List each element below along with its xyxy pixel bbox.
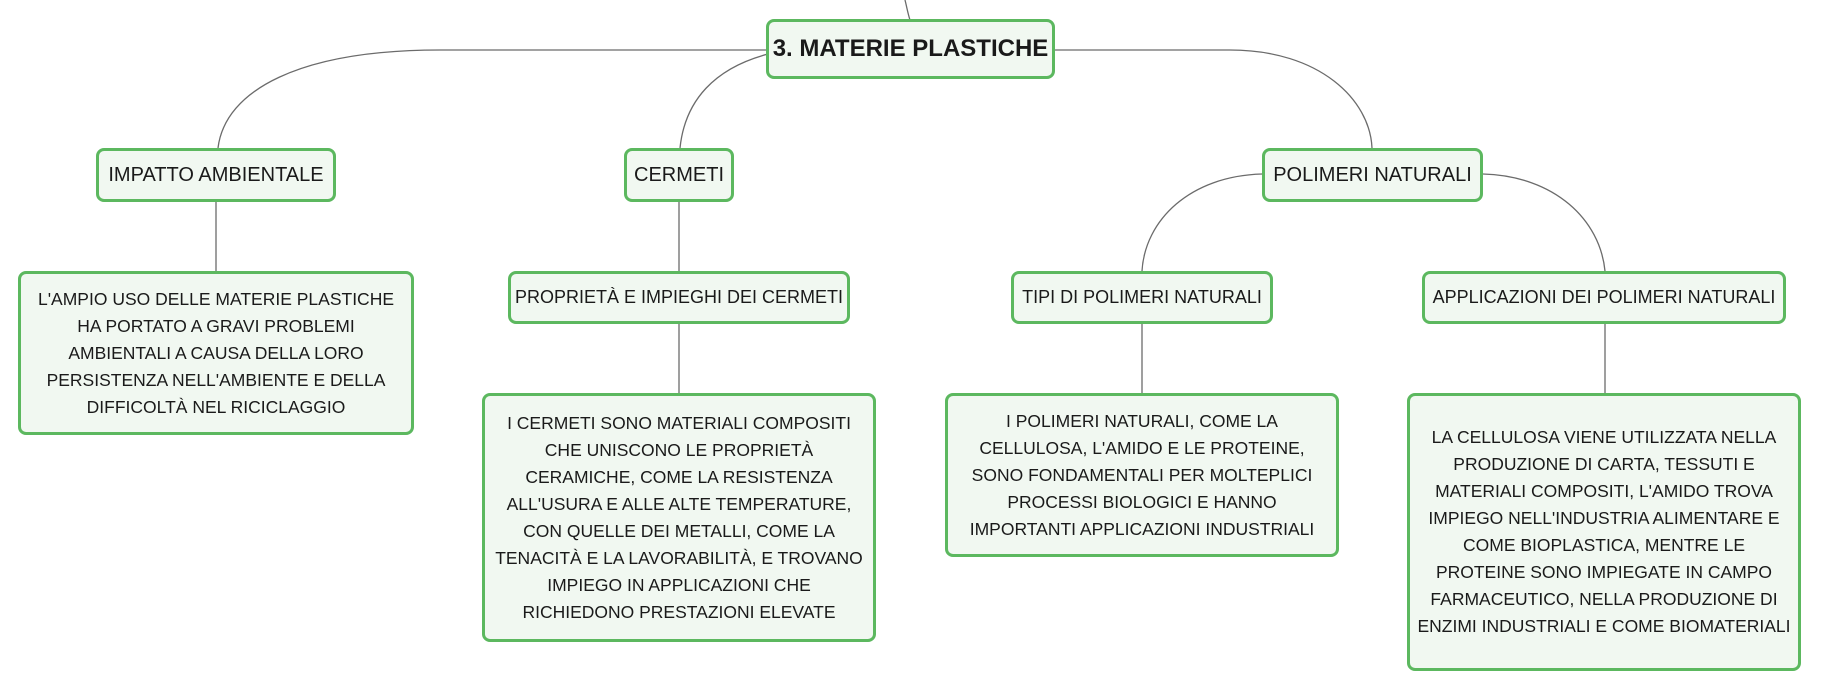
- sub-tipi-polimeri-naturali[interactable]: TIPI DI POLIMERI NATURALI: [1011, 271, 1273, 324]
- topic-cermeti[interactable]: CERMETI: [624, 148, 734, 202]
- topic-polimeri-label: POLIMERI NATURALI: [1273, 163, 1472, 186]
- root-label: 3. MATERIE PLASTICHE: [772, 35, 1049, 62]
- topic-cermeti-label: CERMETI: [634, 163, 724, 186]
- parent-connector: [904, 0, 911, 21]
- topic-polimeri-naturali[interactable]: POLIMERI NATURALI: [1262, 148, 1483, 202]
- detail-applicazioni-text: LA CELLULOSA VIENE UTILIZZATA NELLA PROD…: [1417, 427, 1791, 636]
- detail-tipi-polimeri[interactable]: I POLIMERI NATURALI, COME LA CELLULOSA, …: [945, 393, 1339, 557]
- sub-tipi-label: TIPI DI POLIMERI NATURALI: [1022, 287, 1262, 307]
- connector-polimeri-applicazioni: [1482, 173, 1606, 272]
- detail-cermeti[interactable]: I CERMETI SONO MATERIALI COMPOSITI CHE U…: [482, 393, 876, 642]
- sub-proprieta-impieghi-cermeti[interactable]: PROPRIETÀ E IMPIEGHI DEI CERMETI: [508, 271, 850, 324]
- detail-tipi-text: I POLIMERI NATURALI, COME LA CELLULOSA, …: [969, 410, 1315, 539]
- connector-root-polimeri: [1055, 49, 1373, 149]
- root-node[interactable]: 3. MATERIE PLASTICHE: [766, 19, 1055, 79]
- detail-cermeti-text: I CERMETI SONO MATERIALI COMPOSITI CHE U…: [495, 412, 863, 622]
- connector-root-impatto: [217, 49, 768, 149]
- topic-impatto-label: IMPATTO AMBIENTALE: [108, 163, 324, 186]
- connector-polimeri-tipi: [1141, 173, 1263, 272]
- sub-applicazioni-label: APPLICAZIONI DEI POLIMERI NATURALI: [1432, 287, 1776, 307]
- detail-impatto-text: L'AMPIO USO DELLE MATERIE PLASTICHE HA P…: [37, 288, 395, 417]
- sub-cermeti-label: PROPRIETÀ E IMPIEGHI DEI CERMETI: [514, 287, 844, 307]
- topic-impatto-ambientale[interactable]: IMPATTO AMBIENTALE: [96, 148, 336, 202]
- detail-impatto-ambientale[interactable]: L'AMPIO USO DELLE MATERIE PLASTICHE HA P…: [18, 271, 414, 435]
- connector-root-cermeti: [679, 53, 769, 149]
- sub-applicazioni-polimeri-naturali[interactable]: APPLICAZIONI DEI POLIMERI NATURALI: [1422, 271, 1786, 324]
- detail-applicazioni-polimeri[interactable]: LA CELLULOSA VIENE UTILIZZATA NELLA PROD…: [1407, 393, 1801, 671]
